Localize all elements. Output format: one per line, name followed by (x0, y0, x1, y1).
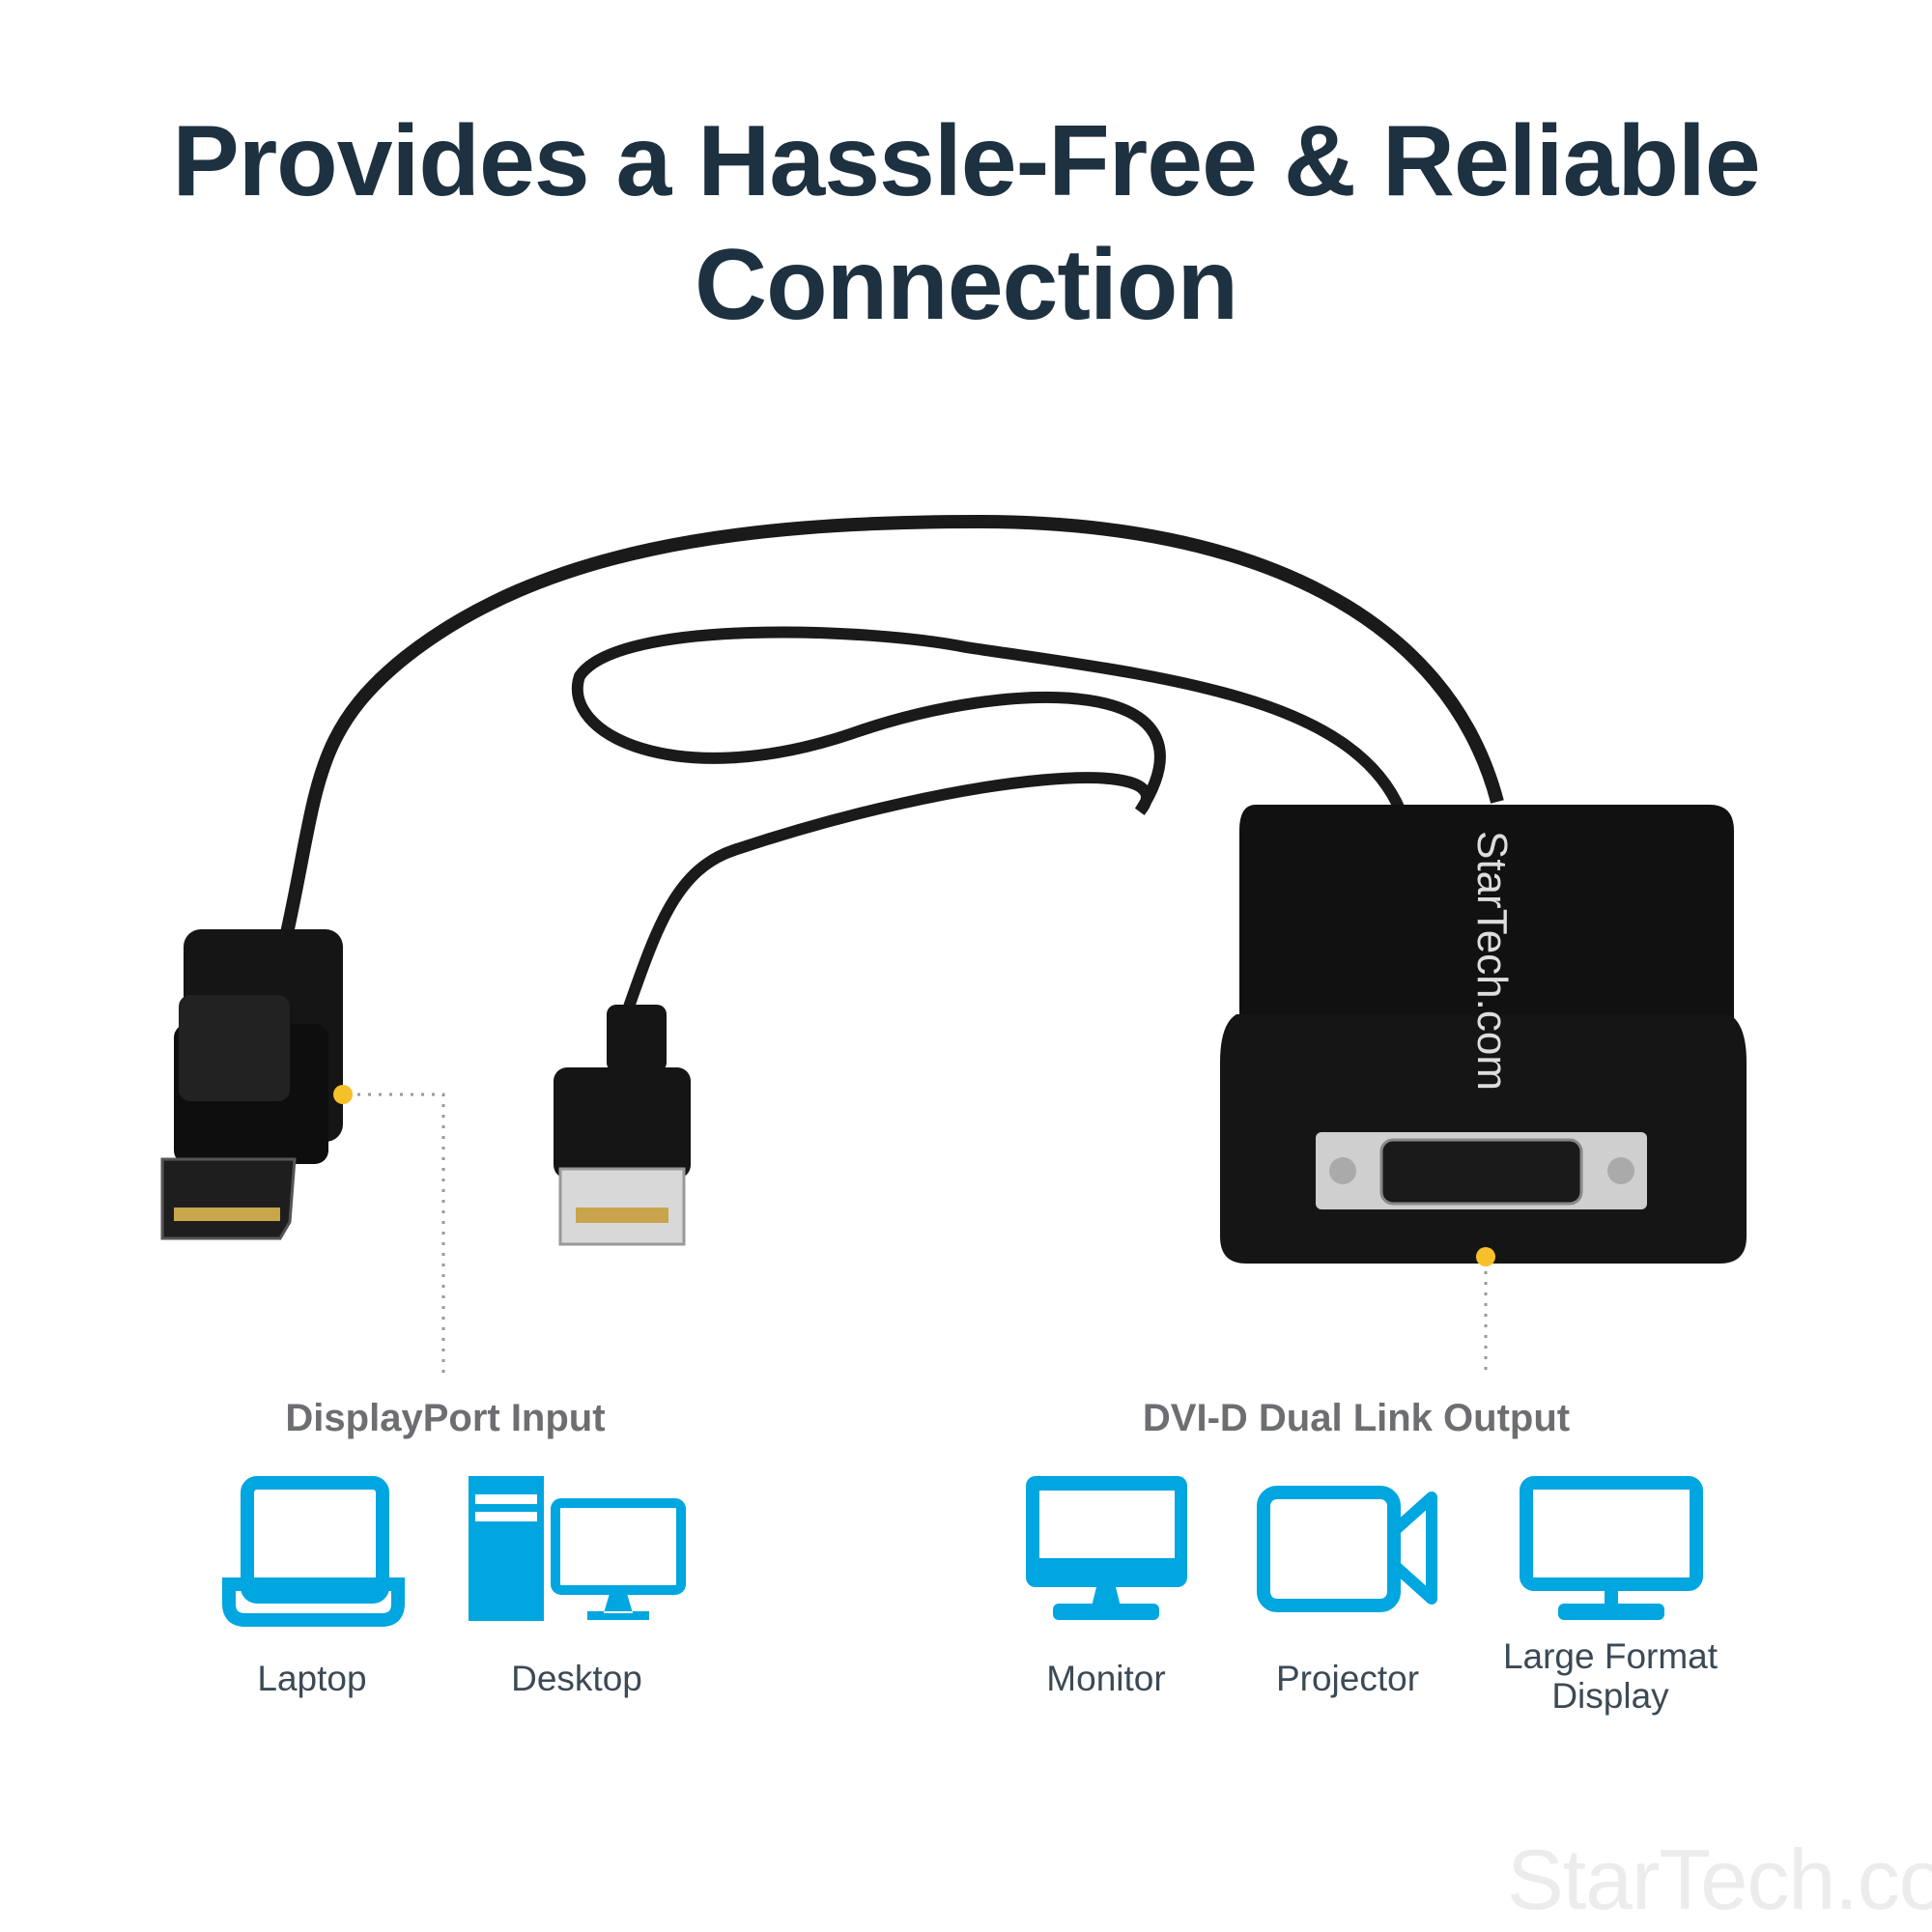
large-format-display-label: Large Format Display (1502, 1636, 1719, 1716)
usb-cable (572, 626, 1406, 1011)
product-image: StarTech.com (160, 514, 1747, 1378)
adapter-box: StarTech.com (1220, 805, 1747, 1264)
laptop-label: Laptop (257, 1659, 367, 1698)
product-logo: StarTech.com (1468, 831, 1516, 1091)
output-marker (1476, 1247, 1495, 1266)
displayport-connector (160, 929, 343, 1240)
headline: Provides a Hassle-Free & Reliable Connec… (0, 106, 1932, 341)
projector-label: Projector (1275, 1659, 1420, 1698)
desktop-label: Desktop (511, 1659, 642, 1698)
headline-line-1: Provides a Hassle-Free & Reliable (172, 105, 1760, 217)
usb-connector (554, 1005, 691, 1246)
startech-watermark: StarTech.com (1507, 1832, 1932, 1927)
displayport-cable (278, 514, 1504, 944)
monitor-label: Monitor (1046, 1659, 1166, 1698)
headline-line-2: Connection (695, 229, 1238, 342)
dvi-output-label: DVI-D Dual Link Output (1142, 1397, 1571, 1439)
input-marker (333, 1085, 353, 1104)
input-callout-line (357, 1093, 445, 1378)
displayport-input-label: DisplayPort Input (285, 1397, 606, 1439)
